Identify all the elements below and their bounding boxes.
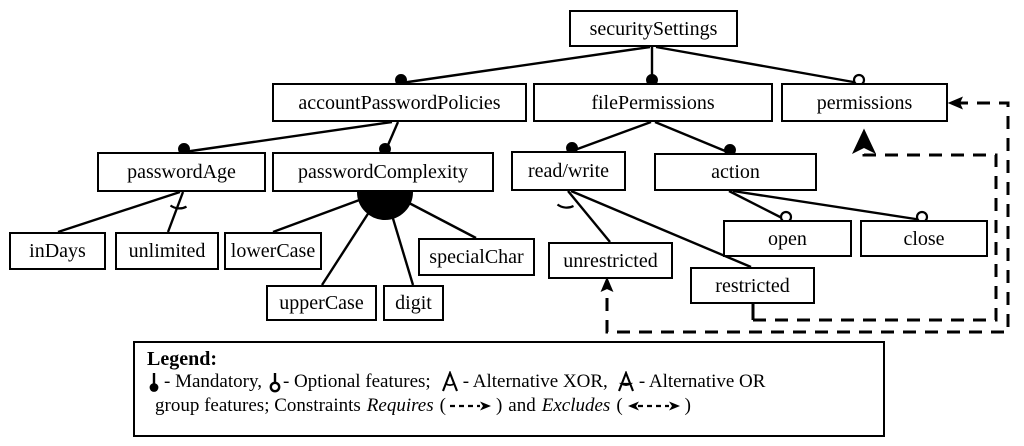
optional-symbol-icon [269, 372, 281, 393]
alternative-or-symbol-icon [617, 370, 634, 392]
node-lowerCase[interactable]: lowerCase [224, 232, 322, 270]
legend-line-2: group features; Constraints Requires ( )… [147, 394, 873, 418]
edge-securitySettings-accountPasswordPolicies [400, 45, 651, 85]
node-label: upperCase [279, 292, 364, 314]
constraint-excludes-arrowhead-permissions [947, 96, 963, 110]
node-open[interactable]: open [723, 220, 852, 257]
legend-optional-text: - Optional features; [282, 371, 431, 392]
node-label: passwordComplexity [298, 161, 468, 183]
node-unlimited[interactable]: unlimited [115, 232, 219, 270]
legend-mandatory-text: - Mandatory, [164, 371, 262, 392]
xor-arc-readwrite [556, 203, 574, 209]
legend-title: Legend: [147, 348, 217, 370]
legend-requires-label: Requires [366, 394, 434, 416]
legend-or-text: - Alternative OR [638, 371, 766, 392]
node-label: accountPasswordPolicies [298, 91, 501, 114]
legend-panel: Legend: - Mandatory, - Optional features… [133, 341, 885, 437]
edge-filePermissions-readwrite [571, 120, 652, 153]
constraint-requires-restricted-permissions [753, 128, 998, 322]
node-restricted[interactable]: restricted [690, 267, 815, 304]
excludes-arrow-icon [627, 401, 680, 411]
legend-requires-paren-open: ( [439, 394, 446, 416]
legend-xor-text: - Alternative XOR, [462, 371, 608, 392]
node-label: restricted [715, 274, 790, 297]
legend-constraints-text: group features; Constraints [155, 394, 361, 416]
node-label: open [768, 227, 807, 250]
requires-arrow-icon [449, 401, 491, 411]
node-passwordComplexity[interactable]: passwordComplexity [272, 152, 494, 192]
legend-excludes-paren-open: ( [616, 394, 623, 416]
edge-readwrite-unrestricted [567, 190, 611, 243]
node-readwrite[interactable]: read/write [511, 151, 626, 191]
node-label: read/write [527, 160, 610, 182]
node-unrestricted[interactable]: unrestricted [548, 242, 673, 279]
node-label: lowerCase [230, 240, 316, 262]
node-label: close [903, 227, 945, 250]
node-accountPasswordPolicies[interactable]: accountPasswordPolicies [272, 83, 527, 122]
node-label: securitySettings [589, 17, 718, 40]
edge-filePermissions-action [654, 120, 731, 155]
edge-action-open [728, 189, 787, 222]
node-label: filePermissions [591, 91, 715, 114]
node-securitySettings[interactable]: securitySettings [569, 10, 738, 47]
constraint-excludes-arrowhead-unrestricted [600, 276, 614, 292]
legend-and-text: and [508, 394, 536, 416]
node-label: digit [395, 292, 432, 314]
edge-passwordAge-unlimited [166, 191, 185, 233]
node-action[interactable]: action [654, 153, 817, 191]
edge-accountPasswordPolicies-passwordAge [183, 120, 393, 154]
node-label: inDays [29, 240, 86, 262]
legend-line-1: - Mandatory, - Optional features; - Alte… [147, 370, 873, 394]
node-label: permissions [816, 91, 913, 114]
node-label: action [711, 161, 760, 183]
mandatory-symbol-icon [149, 372, 159, 392]
node-specialChar[interactable]: specialChar [418, 238, 535, 276]
edge-action-close [732, 189, 923, 222]
legend-excludes-label: Excludes [541, 394, 611, 416]
xor-arc-passwordAge [169, 204, 188, 210]
node-passwordAge[interactable]: passwordAge [97, 152, 266, 192]
edge-securitySettings-permissions [655, 45, 860, 85]
edge-passwordAge-inDays [57, 190, 181, 234]
node-label: specialChar [429, 246, 524, 268]
or-arc-passwordComplexity [356, 191, 414, 220]
node-digit[interactable]: digit [383, 285, 444, 321]
node-permissions[interactable]: permissions [781, 83, 948, 122]
legend-excludes-paren-close: ) [684, 394, 691, 416]
alternative-xor-symbol-icon [441, 370, 458, 392]
node-close[interactable]: close [860, 220, 988, 257]
edge-readwrite-restricted [570, 189, 752, 269]
legend-requires-paren-close: ) [495, 394, 503, 416]
node-inDays[interactable]: inDays [9, 232, 106, 270]
node-label: passwordAge [127, 161, 236, 183]
node-label: unlimited [128, 240, 206, 262]
node-upperCase[interactable]: upperCase [266, 285, 377, 321]
node-filePermissions[interactable]: filePermissions [533, 83, 773, 122]
node-label: unrestricted [563, 249, 658, 272]
